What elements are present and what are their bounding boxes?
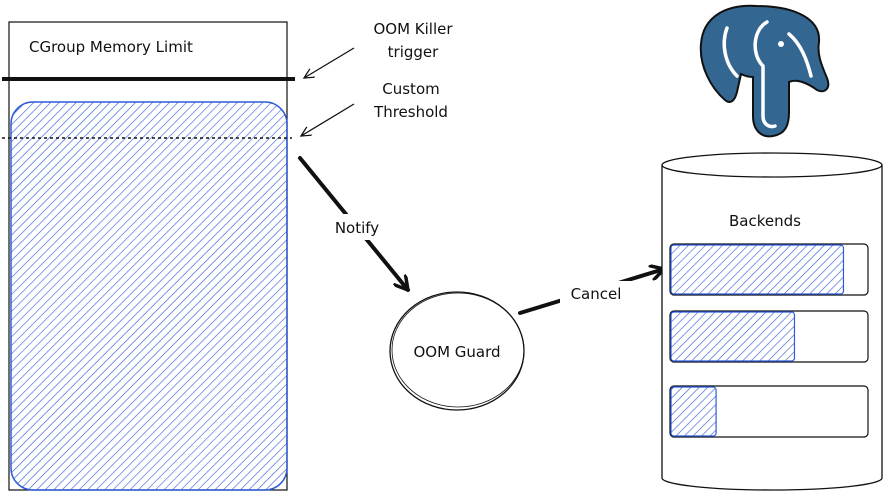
elephant-tusk — [787, 32, 813, 78]
oom-killer-line1: OOM Killer — [373, 20, 453, 38]
cancel-label: Cancel — [571, 285, 622, 303]
notify-label-bg — [324, 214, 390, 240]
cancel-label-bg — [560, 281, 632, 305]
backend-bar-fill — [670, 244, 845, 295]
custom-threshold-label: Custom Threshold — [373, 80, 448, 121]
backend-bar-fill — [670, 311, 796, 362]
backend-bars — [669, 243, 869, 438]
custom-threshold-line1: Custom — [382, 80, 439, 98]
elephant-trunk — [753, 20, 777, 129]
postgresql-elephant-icon — [699, 4, 830, 138]
backends-cylinder: Backends — [661, 152, 883, 491]
cylinder-top — [661, 152, 883, 178]
backend-bar-fill — [670, 386, 717, 437]
oom-killer-label: OOM Killer trigger — [373, 20, 453, 61]
cgroup-title: CGroup Memory Limit — [29, 38, 193, 56]
oom-guard-circle-sketch — [391, 292, 525, 408]
oom-guard-node: OOM Guard — [389, 291, 525, 411]
backend-bar-outline — [669, 385, 869, 438]
backends-label: Backends — [729, 212, 801, 230]
notify-label: Notify — [335, 219, 379, 237]
oom-killer-arrow — [304, 47, 355, 78]
elephant-ear — [722, 26, 739, 78]
memory-usage-area — [10, 101, 288, 491]
elephant-eye — [778, 41, 784, 47]
custom-threshold-arrow — [301, 103, 355, 136]
cgroup-box: CGroup Memory Limit — [2, 21, 295, 491]
oom-killer-line2: trigger — [388, 43, 439, 61]
oom-guard-label: OOM Guard — [413, 343, 500, 361]
custom-threshold-line2: Threshold — [373, 103, 448, 121]
